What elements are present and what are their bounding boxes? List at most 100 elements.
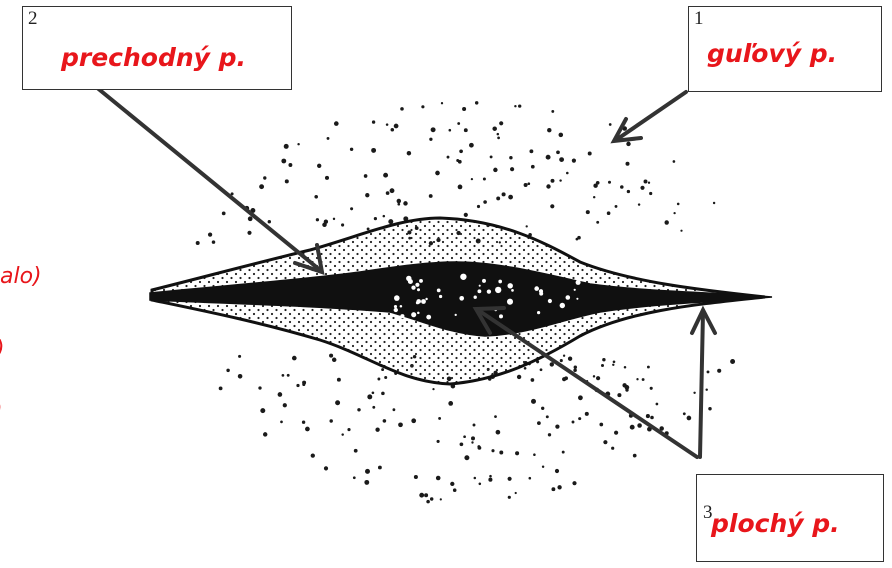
halo-star [559,179,561,181]
halo-star [350,148,353,151]
halo-star [502,192,506,196]
halo-star [572,159,576,163]
halo-star [611,447,614,450]
halo-star [497,137,500,140]
halo-star [608,181,611,184]
halo-star [450,482,454,486]
halo-star [357,408,360,411]
halo-star [287,374,290,377]
halo-star [329,354,333,358]
label-spherical-population: guľový p. [707,41,837,66]
halo-star [282,374,285,377]
core-star [539,289,543,293]
halo-star [572,421,575,424]
halo-star [622,383,626,387]
halo-star [526,225,528,227]
halo-star [596,221,599,224]
halo-star [419,493,424,498]
halo-star [463,435,466,438]
halo-star [492,126,497,131]
halo-star [546,415,549,418]
halo-star [564,376,568,380]
halo-star [354,449,358,453]
halo-star [627,190,630,193]
halo-star [374,217,377,220]
halo-star [365,193,369,197]
halo-star [588,152,592,156]
halo-star [364,174,368,178]
halo-star [717,369,721,373]
halo-star [438,417,441,420]
halo-star [510,167,514,171]
halo-star [656,403,659,406]
halo-star [386,123,389,126]
halo-star [577,236,581,240]
core-star [459,296,464,301]
core-star [394,305,397,308]
core-star [394,308,398,312]
halo-star [350,207,353,210]
halo-star [562,451,565,454]
halo-star [448,401,453,406]
core-star [511,289,514,292]
halo-star [347,428,350,431]
halo-star [607,211,611,215]
halo-star [314,195,318,199]
halo-star [499,121,503,125]
core-star [415,283,419,287]
label-box-spherical: 1 guľový p. [688,6,882,92]
halo-star [479,483,482,486]
halo-star [421,105,424,108]
halo-star [556,150,560,154]
halo-star [335,400,340,405]
core-star [460,274,466,280]
halo-star [377,378,380,381]
halo-star [219,386,223,390]
core-star [479,285,481,287]
halo-star [515,492,517,494]
halo-star [464,455,469,460]
halo-star [529,149,533,153]
halo-star [483,177,486,180]
halo-star [573,369,577,373]
halo-star [334,121,339,126]
halo-star [673,160,676,163]
halo-star [551,487,555,491]
halo-star [238,355,241,358]
core-star [474,296,477,299]
halo-star [546,184,550,188]
core-star [482,279,486,283]
core-star [439,295,442,298]
arrow-to-intermediate [68,64,320,270]
halo-star [548,433,551,436]
core-star [417,312,420,315]
halo-star [437,440,440,443]
label-number: 2 [28,9,38,28]
halo-star [705,388,707,390]
halo-star [491,449,494,452]
halo-star [464,128,468,132]
halo-star [372,406,375,409]
core-star [498,280,502,284]
halo-star [341,223,344,226]
halo-star [302,381,306,385]
halo-star [531,399,536,404]
halo-star [381,368,384,371]
halo-star [578,395,583,400]
halo-star [471,436,475,440]
halo-star [508,477,512,481]
halo-star [524,183,528,187]
core-star [560,303,565,308]
core-star [537,311,540,314]
halo-star [222,212,226,216]
core-star [419,279,423,283]
halo-star [457,122,460,125]
halo-star [477,445,480,448]
halo-star [353,476,356,479]
halo-star [683,412,686,415]
halo-star [578,417,581,420]
halo-star [329,419,332,422]
core-star [425,298,427,300]
halo-star [367,394,372,399]
halo-star [397,203,400,206]
